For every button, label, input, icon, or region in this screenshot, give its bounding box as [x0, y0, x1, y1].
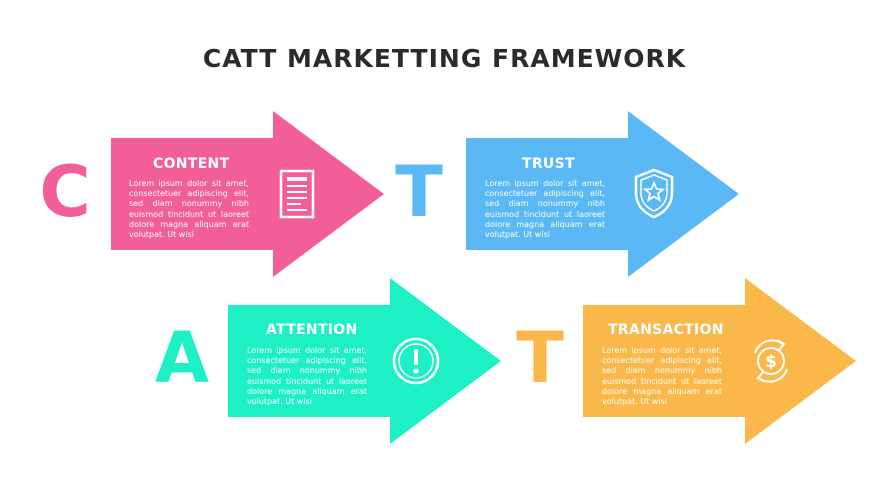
- letter-t-trust: T: [395, 151, 443, 233]
- alert-circle-icon: [392, 337, 440, 385]
- shield-star-icon: [634, 168, 674, 219]
- body-content: Lorem ipsum dolor sit amet, consectetuer…: [129, 179, 249, 240]
- arrow-shape: [466, 111, 739, 277]
- arrow-transaction: TRANSACTION Lorem ipsum dolor sit amet, …: [583, 278, 856, 444]
- page-title: CATT MARKETTING FRAMEWORK: [202, 44, 687, 73]
- body-attention: Lorem ipsum dolor sit amet, consectetuer…: [247, 346, 367, 407]
- letter-c: C: [39, 151, 91, 233]
- heading-attention: ATTENTION: [266, 322, 358, 338]
- letter-t-transaction: T: [516, 317, 564, 399]
- document-icon: [279, 169, 315, 219]
- heading-trust: TRUST: [522, 156, 575, 172]
- dollar-exchange-icon: $: [754, 339, 788, 383]
- arrow-shape: [583, 278, 856, 444]
- heading-transaction: TRANSACTION: [608, 322, 724, 338]
- arrow-attention: ATTENTION Lorem ipsum dolor sit amet, co…: [228, 278, 501, 444]
- arrow-content: CONTENT Lorem ipsum dolor sit amet, cons…: [111, 111, 384, 277]
- svg-text:$: $: [765, 352, 777, 372]
- arrow-shape: [228, 278, 501, 444]
- heading-content: CONTENT: [153, 156, 230, 172]
- arrow-shape: [111, 111, 384, 277]
- body-trust: Lorem ipsum dolor sit amet, consectetuer…: [485, 179, 605, 240]
- body-transaction: Lorem ipsum dolor sit amet, consectetuer…: [602, 346, 722, 407]
- letter-a: A: [154, 317, 210, 399]
- arrow-trust: TRUST Lorem ipsum dolor sit amet, consec…: [466, 111, 739, 277]
